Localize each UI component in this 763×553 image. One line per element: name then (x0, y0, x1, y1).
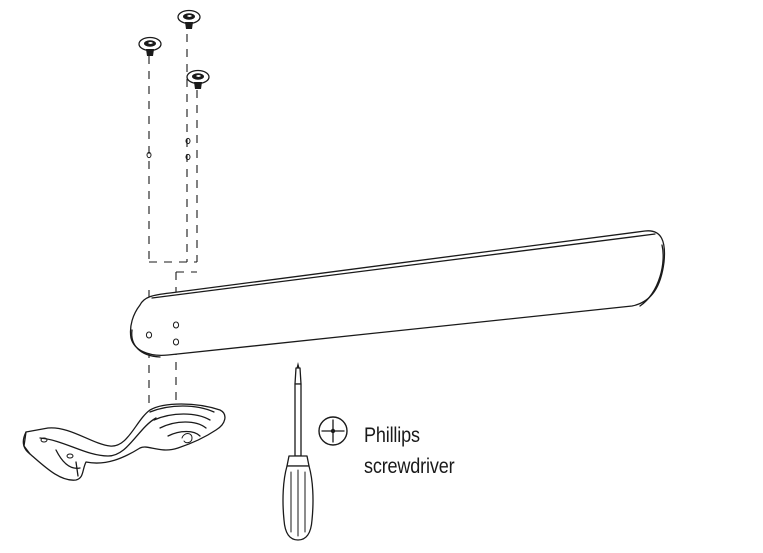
screwdriver-icon (282, 362, 314, 541)
fan-blade-icon (129, 230, 666, 358)
screw-icon (177, 9, 201, 29)
screw-icon (186, 69, 210, 89)
hole-markers (146, 137, 191, 161)
blade-bracket-icon (22, 403, 226, 481)
screw-icon (138, 36, 162, 56)
tool-label-line2: screwdriver (364, 455, 455, 478)
tool-label-line1: Phillips (364, 424, 420, 447)
phillips-head-symbol-icon (318, 416, 348, 446)
